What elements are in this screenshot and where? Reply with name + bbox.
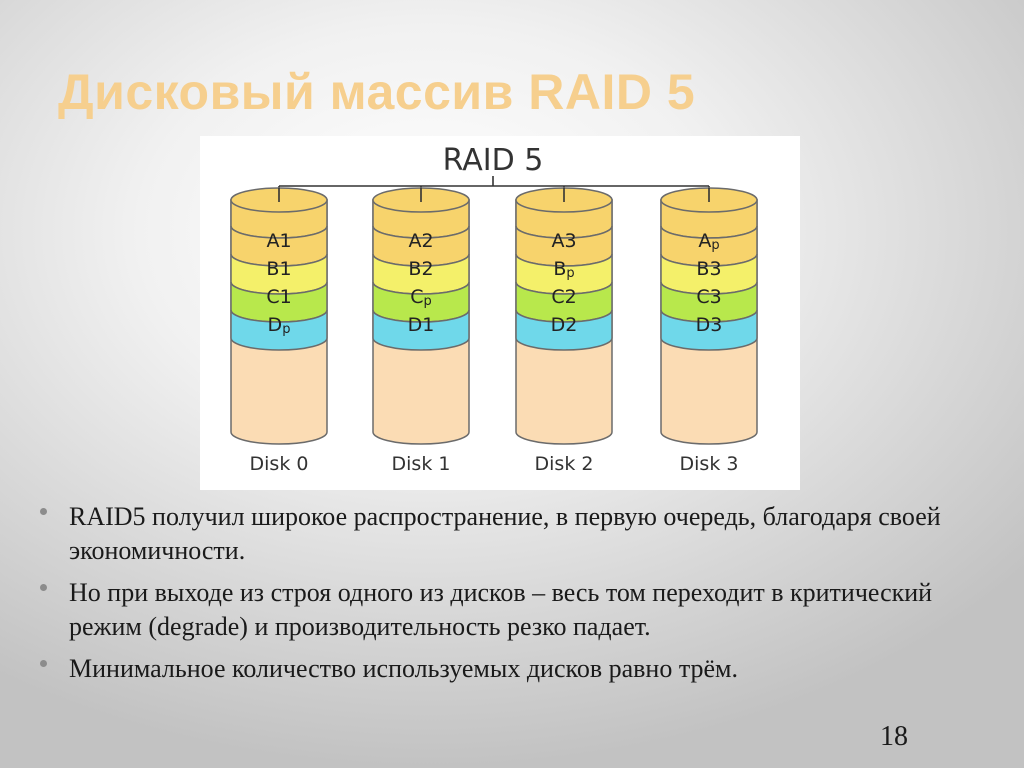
bullet-text: Но при выходе из строя одного из дисков … bbox=[69, 578, 933, 641]
block-stripe bbox=[515, 309, 613, 351]
block-label: B3 bbox=[696, 258, 721, 280]
block-label: Bp bbox=[553, 258, 574, 281]
disk-label: Disk 0 bbox=[250, 453, 309, 475]
block-stripe bbox=[372, 309, 470, 351]
block-label: D3 bbox=[696, 314, 723, 336]
block-label: Cp bbox=[410, 286, 432, 309]
bullet-item: RAID5 получил широкое распространение, в… bbox=[40, 500, 1000, 568]
bullet-item: Но при выходе из строя одного из дисков … bbox=[40, 576, 1000, 644]
bullet-text: RAID5 получил широкое распространение, в… bbox=[69, 502, 941, 565]
bullet-list: RAID5 получил широкое распространение, в… bbox=[40, 500, 1000, 694]
bullet-item: Минимальное количество используемых диск… bbox=[40, 652, 1000, 686]
block-label: C3 bbox=[696, 286, 721, 308]
block-label: D2 bbox=[551, 314, 578, 336]
bullet-dot-icon bbox=[40, 508, 47, 515]
block-label: B1 bbox=[266, 258, 291, 280]
block-label: A3 bbox=[551, 230, 576, 252]
page-number: 18 bbox=[880, 721, 908, 752]
block-label: B2 bbox=[408, 258, 433, 280]
block-stripe bbox=[660, 309, 758, 351]
block-label: C1 bbox=[266, 286, 291, 308]
bullet-dot-icon bbox=[40, 660, 47, 667]
block-label: Ap bbox=[698, 230, 719, 253]
block-label: Dp bbox=[268, 314, 291, 337]
block-label: C2 bbox=[551, 286, 576, 308]
disk-label: Disk 1 bbox=[392, 453, 451, 475]
block-label: D1 bbox=[408, 314, 435, 336]
bullet-dot-icon bbox=[40, 584, 47, 591]
diagram-heading: RAID 5 bbox=[443, 143, 544, 178]
disk-label: Disk 2 bbox=[535, 453, 594, 475]
disk-label: Disk 3 bbox=[680, 453, 739, 475]
block-label: A2 bbox=[408, 230, 433, 252]
slide-title: Дисковый массив RAID 5 bbox=[58, 64, 696, 120]
bullet-text: Минимальное количество используемых диск… bbox=[69, 654, 739, 683]
block-label: A1 bbox=[266, 230, 291, 252]
block-stripe bbox=[230, 309, 328, 351]
